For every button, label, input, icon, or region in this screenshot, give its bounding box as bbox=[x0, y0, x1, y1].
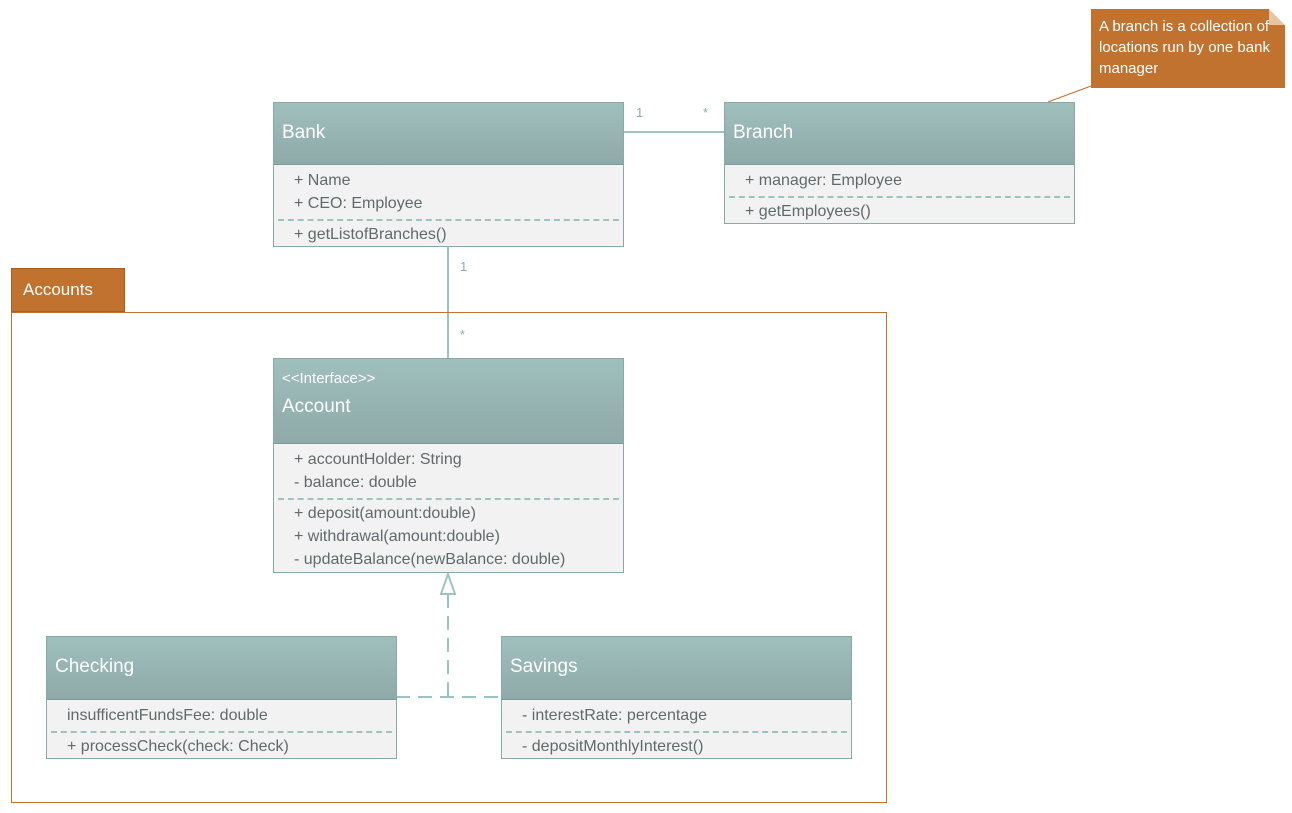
operation: - depositMonthlyInterest() bbox=[522, 738, 704, 755]
attribute: + accountHolder: String bbox=[294, 451, 462, 468]
class-bank[interactable]: Bank + Name + CEO: Employee + getListofB… bbox=[273, 102, 624, 247]
operation: + getListofBranches() bbox=[294, 226, 447, 243]
multiplicity-bank-account-side: 1 bbox=[460, 259, 468, 274]
class-stereotype: <<Interface>> bbox=[282, 370, 376, 387]
operation: + deposit(amount:double) bbox=[294, 505, 476, 522]
class-checking[interactable]: Checking insufficentFundsFee: double + p… bbox=[46, 636, 397, 759]
attributes-section: + Name + CEO: Employee bbox=[274, 165, 623, 218]
realization-arrowhead bbox=[439, 570, 457, 595]
attribute: + CEO: Employee bbox=[294, 195, 423, 212]
package-tab: Accounts bbox=[11, 268, 125, 312]
class-name: Checking bbox=[55, 656, 135, 677]
note-anchor-line bbox=[1047, 85, 1092, 103]
attribute: insufficentFundsFee: double bbox=[67, 707, 268, 724]
class-header: Savings bbox=[502, 637, 851, 700]
attribute: + Name bbox=[294, 172, 351, 189]
operations-section: + getEmployees() bbox=[725, 199, 1074, 226]
class-name: Savings bbox=[510, 656, 578, 677]
multiplicity-account-side: * bbox=[460, 327, 466, 342]
attribute: - interestRate: percentage bbox=[522, 707, 707, 724]
operations-section: + processCheck(check: Check) bbox=[47, 734, 396, 761]
class-account[interactable]: <<Interface>> Account + accountHolder: S… bbox=[273, 358, 624, 573]
attribute: + manager: Employee bbox=[745, 172, 902, 189]
note-fold-corner bbox=[1269, 9, 1285, 25]
package-accounts bbox=[11, 312, 887, 803]
operation: + getEmployees() bbox=[745, 203, 871, 220]
class-name: Bank bbox=[282, 122, 326, 143]
operations-section: - depositMonthlyInterest() bbox=[502, 734, 851, 761]
attributes-section: + manager: Employee bbox=[725, 165, 1074, 195]
class-savings[interactable]: Savings - interestRate: percentage - dep… bbox=[501, 636, 852, 759]
class-header: Checking bbox=[47, 637, 396, 700]
operation: - updateBalance(newBalance: double) bbox=[294, 551, 566, 568]
attributes-section: insufficentFundsFee: double bbox=[47, 700, 396, 730]
package-label: Accounts bbox=[23, 280, 93, 299]
attribute: - balance: double bbox=[294, 474, 417, 491]
class-header: Bank bbox=[274, 103, 623, 165]
comment-note: A branch is a collection of locations ru… bbox=[1091, 9, 1285, 88]
class-name: Branch bbox=[733, 122, 794, 143]
operations-section: + getListofBranches() bbox=[274, 222, 623, 249]
section-divider bbox=[278, 219, 619, 221]
section-divider bbox=[506, 731, 847, 733]
class-name: Account bbox=[282, 396, 351, 417]
note-text: A branch is a collection of locations ru… bbox=[1099, 18, 1270, 77]
class-header: Branch bbox=[725, 103, 1074, 165]
section-divider bbox=[729, 196, 1070, 198]
section-divider bbox=[278, 498, 619, 500]
operation: + processCheck(check: Check) bbox=[67, 738, 289, 755]
attributes-section: + accountHolder: String - balance: doubl… bbox=[274, 444, 623, 497]
multiplicity-branch-side: * bbox=[703, 105, 709, 120]
operations-section: + deposit(amount:double) + withdrawal(am… bbox=[274, 501, 623, 574]
class-header: <<Interface>> Account bbox=[274, 359, 623, 444]
attributes-section: - interestRate: percentage bbox=[502, 700, 851, 730]
operation: + withdrawal(amount:double) bbox=[294, 528, 500, 545]
multiplicity-bank-side: 1 bbox=[636, 105, 644, 120]
section-divider bbox=[51, 731, 392, 733]
class-branch[interactable]: Branch + manager: Employee + getEmployee… bbox=[724, 102, 1075, 224]
